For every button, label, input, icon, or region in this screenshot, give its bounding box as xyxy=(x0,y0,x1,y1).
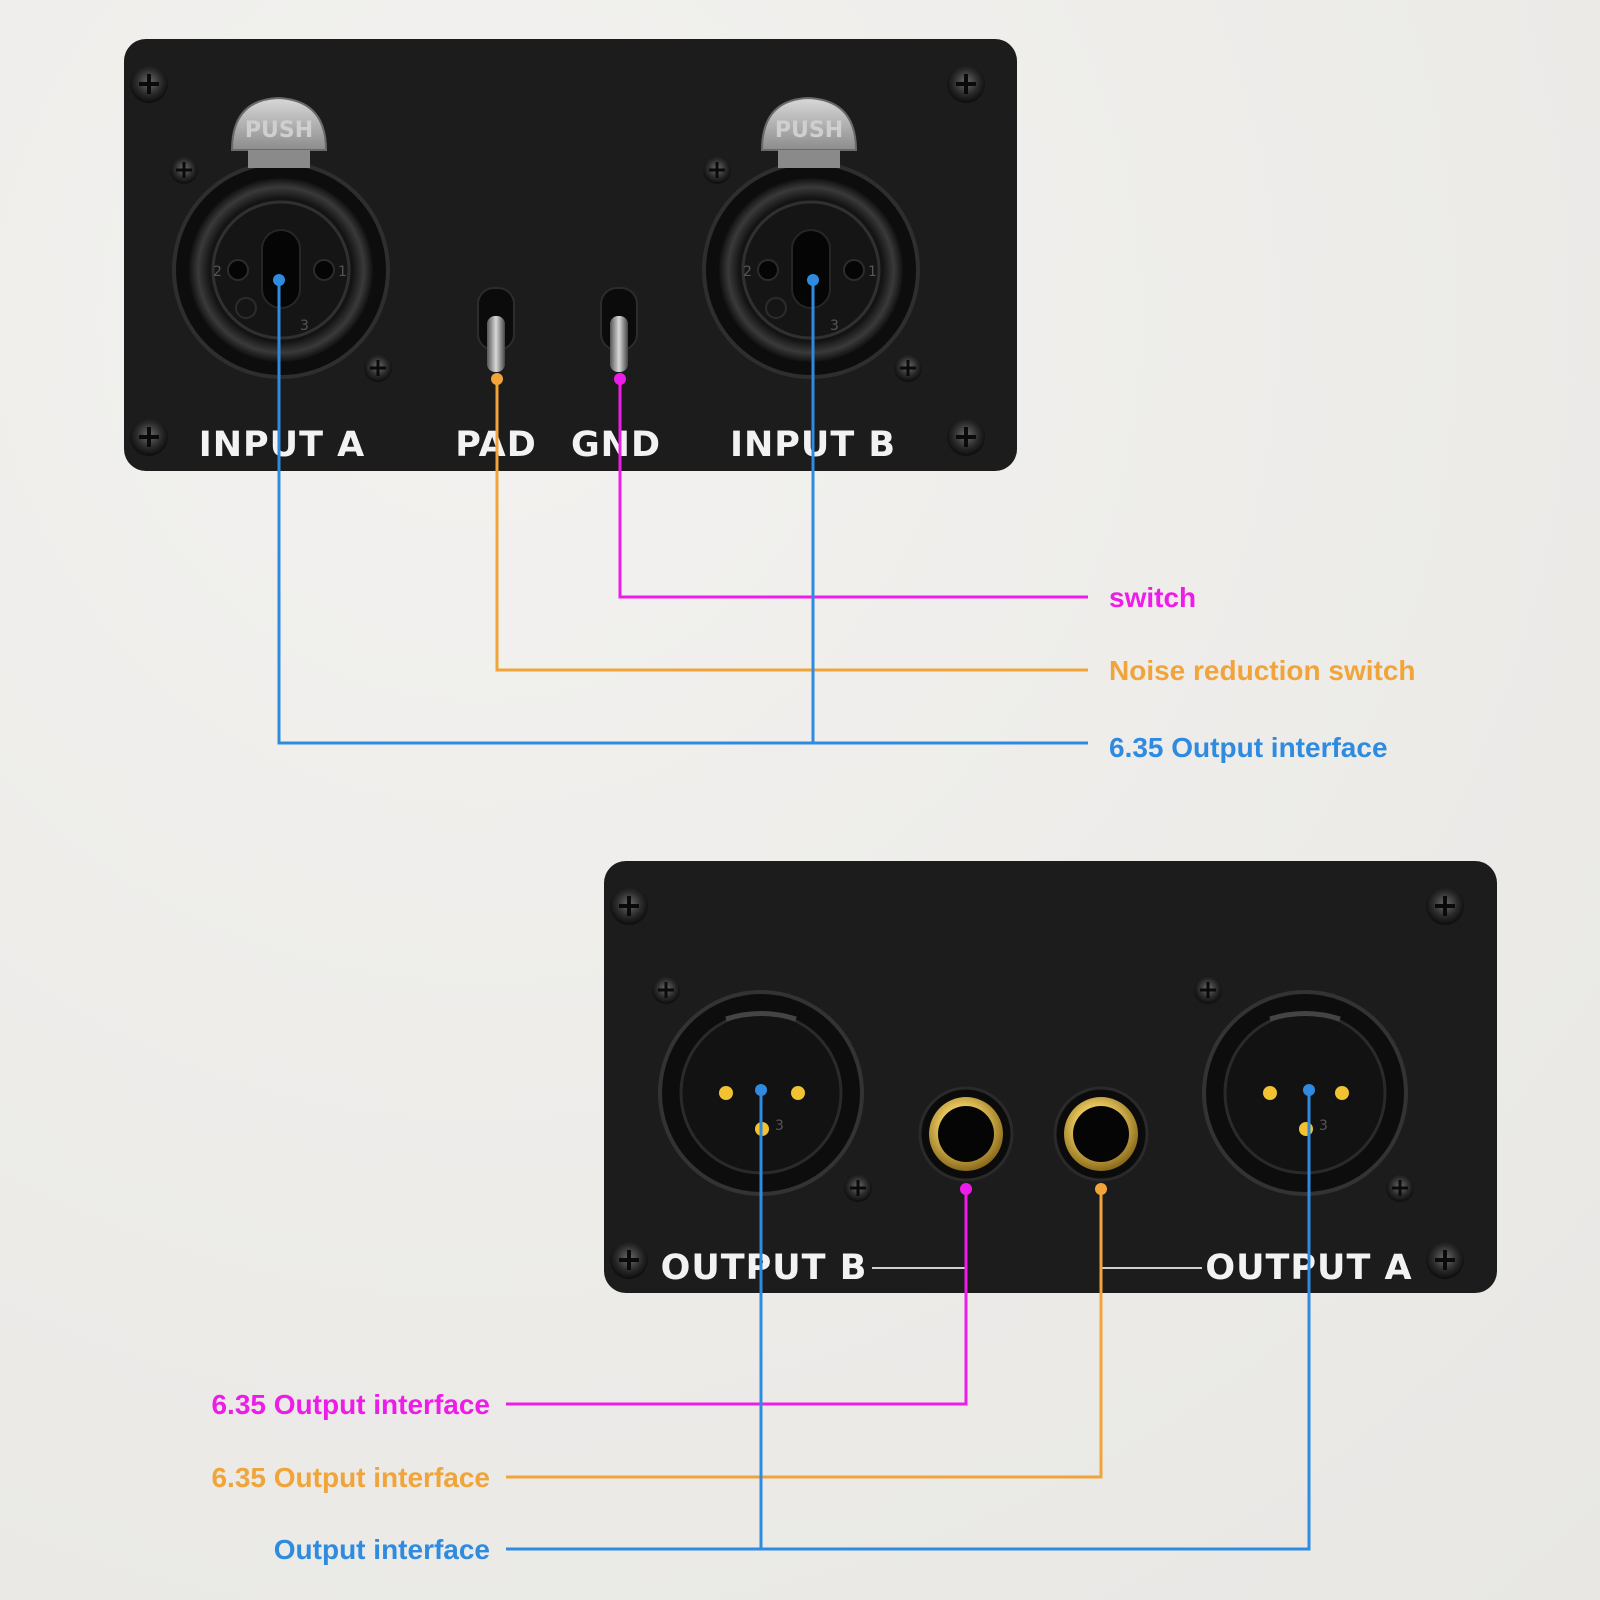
bottom-panel: 3 3 OUTPUT B OUT xyxy=(604,861,1497,1293)
magenta-635-leader-line xyxy=(506,1189,968,1406)
output-b-label: OUTPUT B xyxy=(661,1248,868,1288)
callout-635-output-interface-orange: 6.35 Output interface xyxy=(211,1462,490,1493)
quarter-inch-jack-icon xyxy=(1053,1086,1149,1182)
output-interface-leader-line xyxy=(761,1090,1311,1551)
pin-number: 3 xyxy=(830,318,839,334)
quarter-inch-jack-icon xyxy=(918,1086,1014,1182)
gnd-label: GND xyxy=(571,425,661,465)
pin-number: 2 xyxy=(743,264,752,280)
callout-noise-reduction-switch: Noise reduction switch xyxy=(1109,655,1416,686)
pin-number: 1 xyxy=(338,264,347,280)
pin-number: 3 xyxy=(775,1118,784,1134)
xlr-female-combo-jack-icon: 2 1 3 PUSH xyxy=(170,96,392,382)
screw-icon xyxy=(130,65,168,103)
callout-635-output-interface-magenta: 6.35 Output interface xyxy=(211,1389,490,1420)
pin-number: 2 xyxy=(213,264,222,280)
screw-icon xyxy=(947,418,985,456)
top-leader-lines xyxy=(277,280,1088,745)
output-interface-leader-line xyxy=(277,280,1088,745)
screw-icon xyxy=(130,418,168,456)
pin-number: 1 xyxy=(868,264,877,280)
screw-icon xyxy=(610,1241,648,1279)
callout-switch: switch xyxy=(1109,582,1196,613)
bottom-leader-lines xyxy=(506,1090,1311,1551)
orange-635-leader-line xyxy=(506,1189,1103,1479)
top-panel: 2 1 3 PUSH 2 1 3 PUSH xyxy=(124,39,1017,471)
toggle-switch-icon[interactable] xyxy=(477,287,515,372)
screw-icon xyxy=(610,887,648,925)
pin-number: 3 xyxy=(300,318,309,334)
xlr-female-combo-jack-icon: 2 1 3 PUSH xyxy=(702,96,922,382)
screw-icon xyxy=(1426,887,1464,925)
input-a-label: INPUT A xyxy=(199,425,366,465)
callout-output-interface-635: 6.35 Output interface xyxy=(1109,732,1388,763)
screw-icon xyxy=(1426,1241,1464,1279)
toggle-switch-icon[interactable] xyxy=(600,287,638,372)
pin-number: 3 xyxy=(1319,1118,1328,1134)
push-tab-label: PUSH xyxy=(775,118,843,143)
top-leader-dots xyxy=(273,274,819,385)
bottom-leader-dots xyxy=(755,1084,1315,1195)
push-tab-label: PUSH xyxy=(245,118,313,143)
callout-output-interface: Output interface xyxy=(274,1534,490,1565)
screw-icon xyxy=(947,65,985,103)
switch-leader-line xyxy=(618,379,1088,599)
noise-reduction-leader-line xyxy=(495,379,1088,672)
